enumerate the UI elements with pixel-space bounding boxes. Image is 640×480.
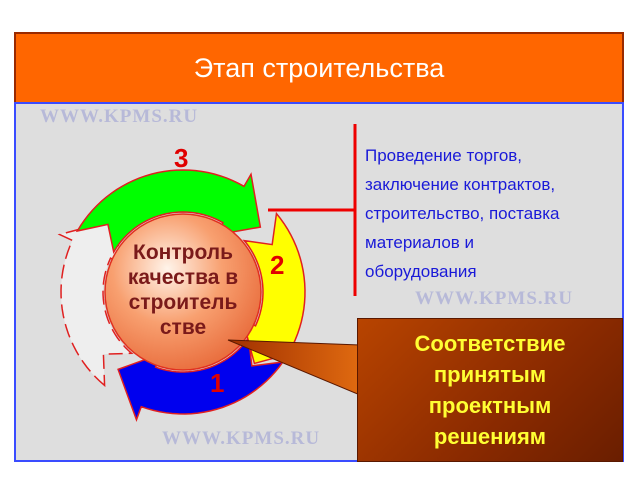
center-line: качества в	[127, 266, 239, 289]
description-line: оборудования	[365, 262, 477, 281]
slide-title: Этап строительства	[14, 32, 624, 104]
description-line: материалов и	[365, 233, 475, 252]
description-line: Проведение торгов,	[365, 146, 523, 165]
step-3-number: 3	[174, 143, 189, 173]
result-line: проектным	[428, 393, 552, 418]
result-line: Соответствие	[414, 331, 566, 356]
result-line: решениям	[433, 424, 547, 449]
watermark: WWW.KPMS.RU	[162, 428, 321, 449]
watermark: WWW.KPMS.RU	[40, 106, 199, 127]
step-2-number: 2	[270, 250, 285, 280]
center-line: Контроль	[133, 241, 233, 264]
center-line: строитель	[128, 291, 238, 314]
result-line: принятым	[433, 362, 547, 387]
result-box: Соответствие принятым проектным решениям	[357, 318, 623, 462]
description-line: заключение контрактов,	[365, 175, 556, 194]
center-label: Контроль качества в строитель стве	[108, 240, 258, 340]
center-line: стве	[159, 316, 207, 339]
description-line: строительство, поставка	[365, 204, 560, 223]
step-1-number: 1	[210, 368, 225, 398]
center-sphere	[104, 213, 262, 371]
watermark: WWW.KPMS.RU	[415, 288, 574, 309]
stage-description: Проведение торгов, заключение контрактов…	[365, 141, 625, 286]
